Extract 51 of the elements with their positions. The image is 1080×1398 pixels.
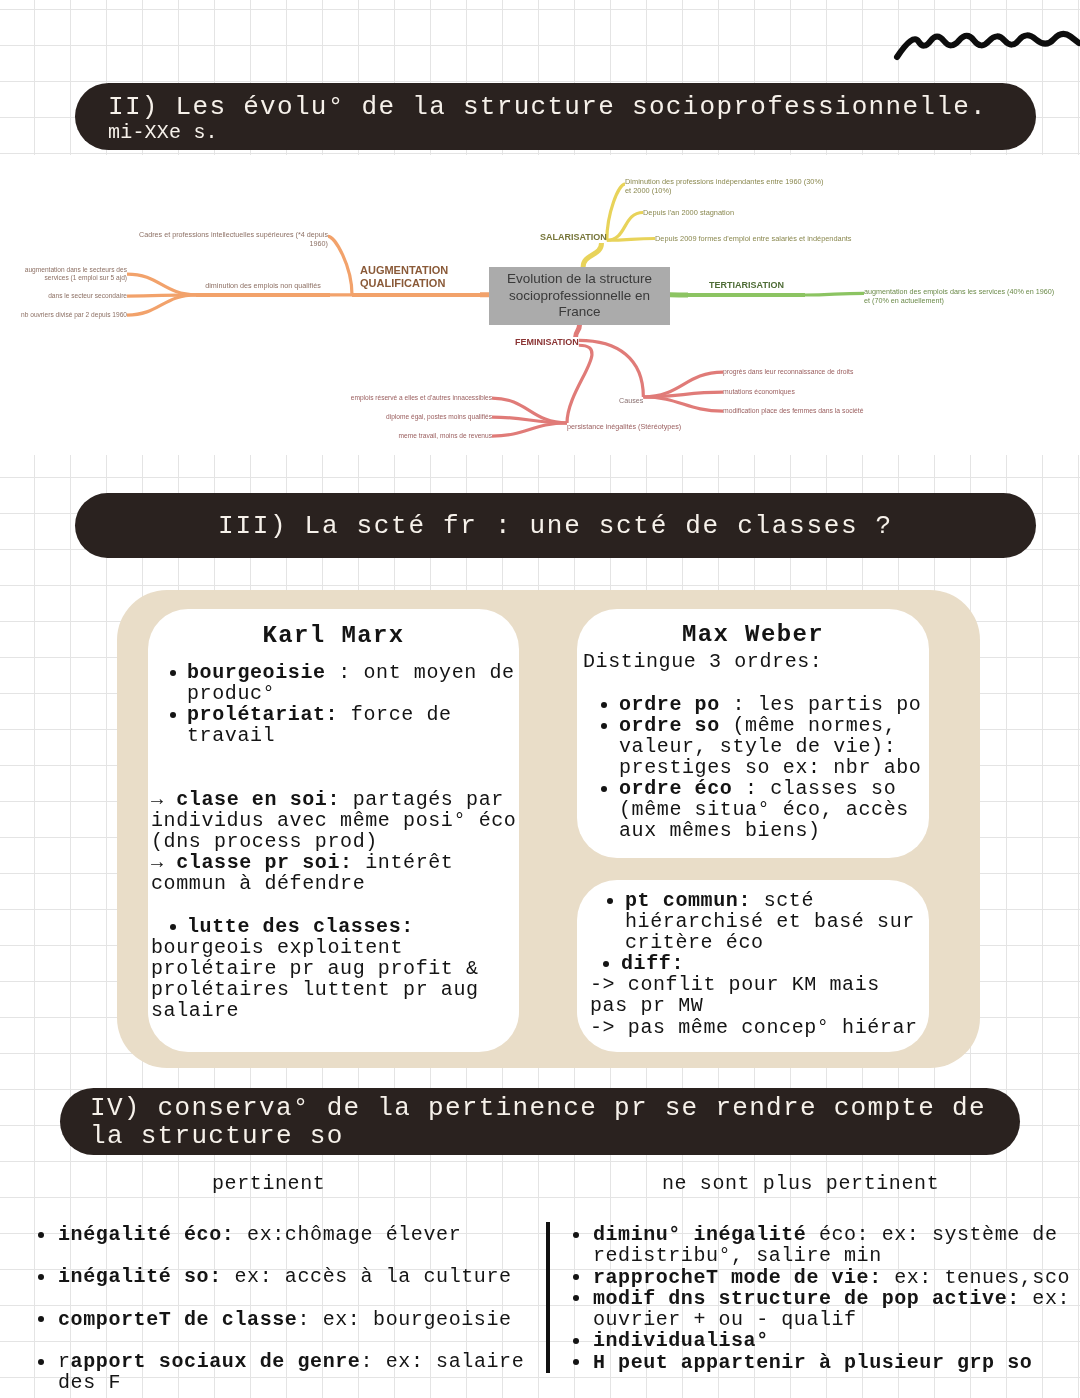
subheading-text: mi-XXe s. (108, 121, 218, 145)
branch-line (643, 395, 724, 413)
bullet-text: inégalité so: ex: accès à la culture (34, 1266, 532, 1288)
card-heading: Karl Marx (262, 622, 405, 650)
heading-text: III) La scté fr : une scté de classes ? (218, 511, 893, 540)
bullet-text: ordre éco : classes so (même situa° éco, accès aux mêmes biens) (595, 778, 926, 841)
branch-line (605, 182, 626, 241)
bullet-text: rapprocheT mode de vie: ex: tenues,sco (569, 1266, 1078, 1288)
bullet-text: lutte des classes: bourgeois exploitent prolétaire pr aug profit & prolétaires luttent pr aug salaire (151, 916, 519, 1021)
note-text: → clase en soi: partagés par individus avec même posi° éco (dns process prod) (151, 789, 518, 852)
branch-line (573, 324, 582, 338)
branch-line (580, 242, 604, 268)
note-text: -> pas même concep° hiérar (590, 1017, 918, 1038)
branch-line (578, 338, 645, 398)
column-heading: ne sont plus pertinent (662, 1173, 940, 1194)
group-panel (117, 590, 980, 1068)
bullet-text: prolétariat: force de travail (165, 704, 518, 746)
heading-text: IV) conserva° de la pertinence pr se rendre compte de la structure so (90, 1094, 987, 1150)
bullet-text: H peut appartenir à plusieur grp so (569, 1351, 1078, 1373)
branch-line (480, 292, 489, 298)
card-heading: Max Weber (681, 621, 825, 649)
branch-label: AUGMENTATION QUALIFICATION (352, 264, 480, 297)
bullet-text: diff: (597, 953, 684, 974)
branch-line (805, 291, 864, 297)
note-text: Distingue 3 ordres: (583, 651, 823, 672)
branch-line (670, 292, 688, 298)
note-text: -> conflit pour KM mais pas pr MW (590, 974, 881, 1016)
note-text: → classe pr soi: intérêt commun à défendre (151, 852, 455, 894)
note-card (148, 609, 519, 1052)
branch-line (126, 293, 197, 317)
branch-line (327, 234, 354, 295)
branch-line (330, 293, 352, 297)
column-heading: pertinent (212, 1173, 326, 1194)
branch-line (565, 343, 594, 424)
branch-line (643, 390, 723, 399)
branch-line (491, 415, 568, 425)
branch-line (491, 421, 568, 438)
branch-label: SALARISATION (540, 232, 607, 243)
branch-line (606, 236, 655, 242)
branch-line (606, 210, 644, 242)
bullet-text: rapport sociaux de genre: ex: salaire des F (34, 1351, 532, 1394)
bullet-text: inégalité éco: ex:chômage élever (34, 1224, 532, 1246)
bullet-text: ordre po : les partis po (595, 694, 922, 715)
branch-label: FEMINISATION (515, 337, 579, 348)
note-card (577, 609, 929, 858)
heading-text: II) Les évolu° de la structure socioprofessionnelle. (108, 93, 987, 121)
central-topic-box: Evolution de la structure socioprofessionnelle en France (489, 267, 670, 325)
bullet-text: comporteT de classe: ex: bourgeoisie (34, 1308, 532, 1330)
branch-label: TERTIARISATION (688, 280, 805, 297)
note-card (577, 880, 929, 1052)
bullet-text: individualisa° (569, 1330, 1078, 1352)
